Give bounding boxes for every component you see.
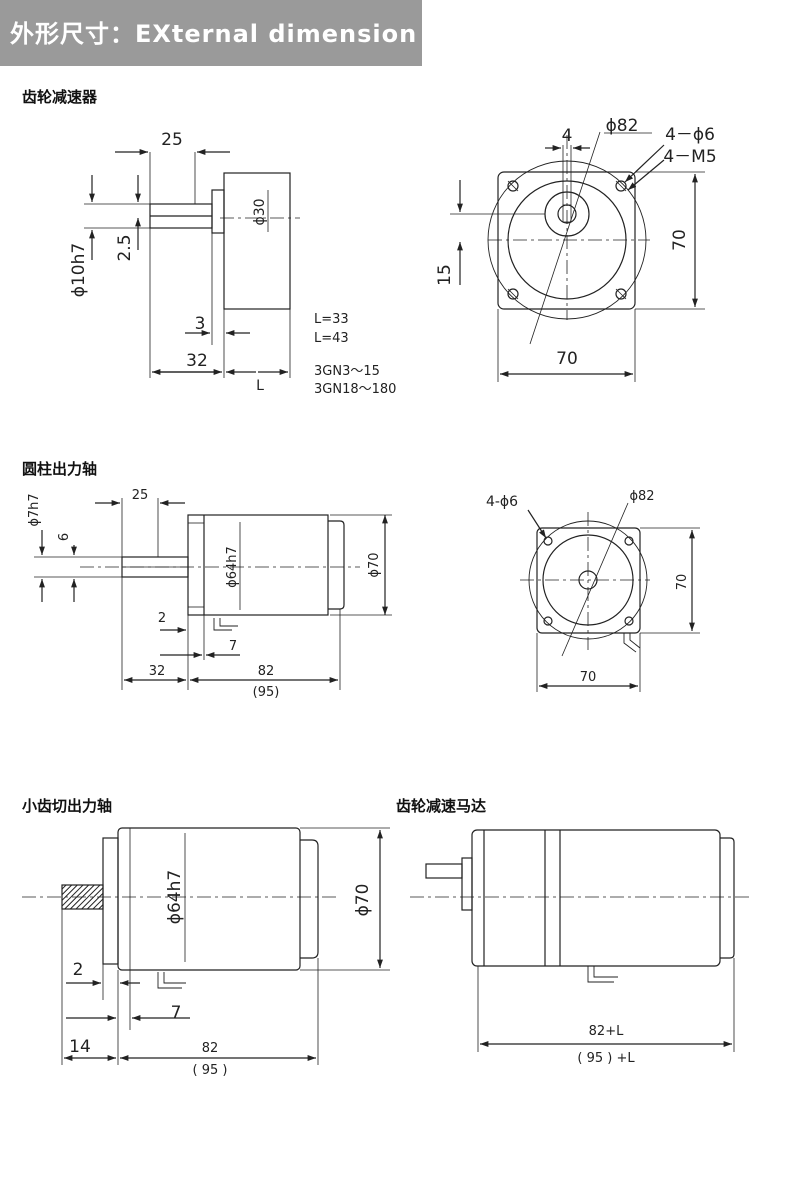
note-gr-3gn3: 3GN3～15: [314, 364, 380, 379]
dim-rs-shaft-len: 25: [132, 488, 149, 503]
dim-rs-body: ϕ70: [367, 552, 382, 577]
dim-gr-shaft-dia: ϕ10h7: [69, 243, 89, 297]
dim-ps-len: 82: [202, 1041, 219, 1056]
note-gr-l43: L=43: [314, 331, 349, 346]
note-gr-3gn18: 3GN18～180: [314, 382, 396, 397]
dim-rs-height: 70: [675, 574, 690, 591]
dim-gr-shaft-len: 25: [161, 130, 183, 150]
dim-gr-flange-t: 3: [195, 314, 206, 334]
section-title-round-shaft: 圆柱出力轴: [22, 460, 98, 478]
dim-gr-key-depth: 2.5: [115, 234, 135, 261]
gear-reducer-side-view: [84, 149, 300, 378]
dim-rs-pcd: ϕ82: [629, 489, 654, 504]
dim-ps-out: 14: [69, 1037, 91, 1057]
section-title-gear-motor: 齿轮减速马达: [396, 797, 487, 815]
section-title-pinion-shaft: 小齿切出力轴: [22, 797, 113, 815]
gear-reducer-front-view: [450, 131, 705, 382]
gear-motor-view: [410, 829, 750, 1052]
dim-rs-pilot: ϕ64h7: [225, 546, 240, 588]
dim-gr-tap: 4－M5: [663, 147, 716, 167]
pinion-shaft-view: [22, 827, 390, 1065]
dim-rs-t7: 7: [229, 639, 237, 654]
dim-gm-len: 82+L: [589, 1024, 624, 1039]
dim-rs-len: 82: [258, 664, 275, 679]
dim-gr-pilot: ϕ30: [252, 198, 268, 225]
dim-ps-len-ref: ( 95 ): [193, 1063, 228, 1078]
dim-rs-shaft-dia: ϕ7h7: [27, 493, 42, 526]
dim-gr-height: 70: [670, 229, 690, 251]
dim-gr-key-width: 4: [562, 126, 573, 146]
dim-gr-shaft-total: 32: [186, 351, 208, 371]
dim-rs-flat: 6: [57, 533, 72, 541]
dim-gr-width: 70: [556, 349, 578, 369]
header-bar: 外形尺寸：EXternal dimension: [0, 0, 422, 66]
dim-rs-len-ref: (95): [253, 685, 280, 700]
dim-ps-t7: 7: [171, 1003, 182, 1023]
dim-rs-gap: 2: [158, 611, 166, 626]
note-gr-l33: L=33: [314, 312, 349, 327]
dim-ps-pilot: ϕ64h7: [165, 870, 185, 924]
dim-gm-len-ref: ( 95 ) +L: [577, 1051, 635, 1066]
dim-rs-out: 32: [149, 664, 166, 679]
dim-rs-width: 70: [580, 670, 597, 685]
dim-gr-pcd: ϕ82: [606, 116, 639, 136]
section-title-gear-reducer: 齿轮减速器: [22, 88, 98, 106]
dim-ps-gap: 2: [73, 960, 84, 980]
round-shaft-front-view: [520, 502, 700, 692]
dim-rs-holes: 4-ϕ6: [486, 494, 518, 510]
dim-ps-body: ϕ70: [353, 884, 373, 917]
header-title: 外形尺寸：EXternal dimension: [10, 20, 418, 48]
dim-gr-L: L: [256, 378, 264, 394]
dim-gr-offset: 15: [435, 264, 455, 286]
round-shaft-side-view: [34, 498, 392, 690]
dim-gr-holes: 4－ϕ6: [665, 125, 715, 145]
